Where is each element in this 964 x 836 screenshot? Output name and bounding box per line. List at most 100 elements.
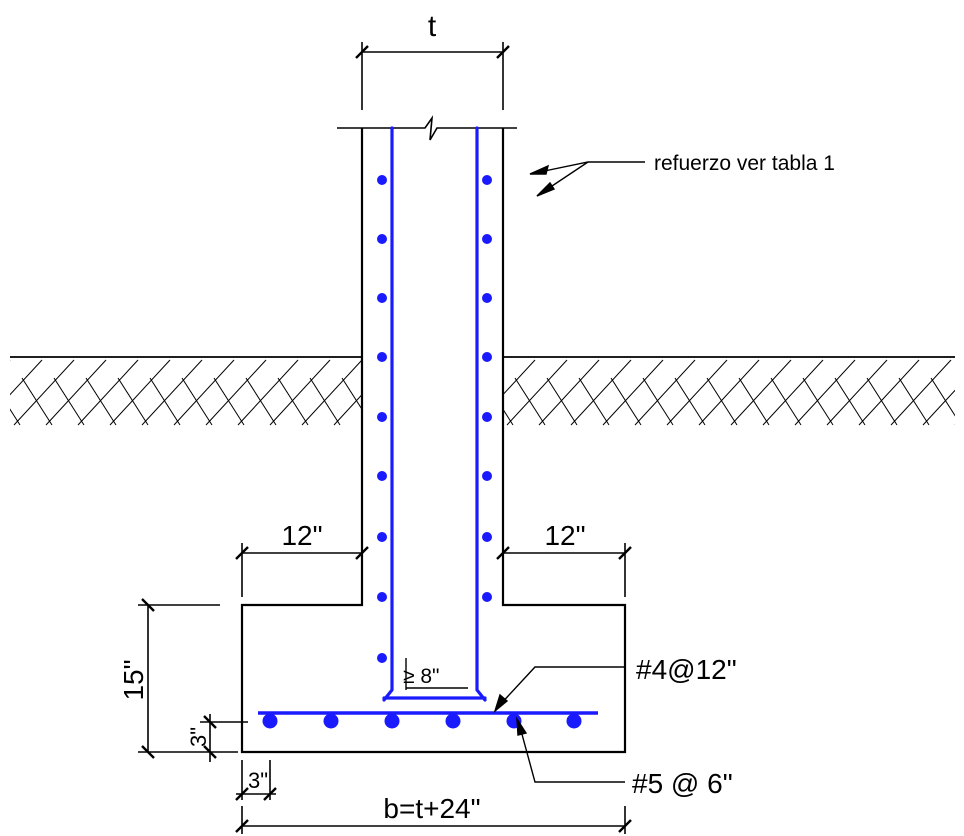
soil-hatch-stroke <box>770 377 802 426</box>
soil-hatch-stroke <box>762 359 824 426</box>
wall-bar-dot-right <box>482 293 492 303</box>
soil-hatch-stroke <box>698 359 760 426</box>
soil-hatch-stroke <box>141 359 203 426</box>
soil-hatch-stroke <box>503 408 514 426</box>
soil-hatch-stroke <box>205 359 267 426</box>
soil-hatch-stroke <box>570 359 632 426</box>
soil-hatch-stroke <box>890 359 952 426</box>
soil-hatch-stroke <box>674 377 706 426</box>
soil-hatch-stroke <box>602 359 664 426</box>
wall-bar-dot-left <box>377 532 387 542</box>
soil-hatch-stroke <box>149 377 181 426</box>
hook-length-label: ≥ 8" <box>403 665 440 688</box>
soil-hatch-stroke <box>794 359 856 426</box>
hook-length-dim <box>405 658 468 690</box>
bottom-bar-spec: #5 @ 6" <box>632 768 733 799</box>
wall-distribution-bars <box>377 175 492 663</box>
concrete-outline <box>240 128 627 754</box>
soil-hatch-stroke <box>826 359 888 426</box>
wall-bar-dot-right <box>482 412 492 422</box>
soil-hatch-stroke <box>341 377 362 411</box>
soil-hatch-stroke <box>642 377 674 426</box>
soil-hatch-stroke <box>922 389 955 426</box>
soil-hatch-left <box>10 359 458 426</box>
soil-hatch-stroke <box>277 377 309 426</box>
vertical-rebar <box>382 126 487 702</box>
soil-hatch-stroke <box>109 359 171 426</box>
wall-bar-dot-left <box>377 592 387 602</box>
wall-bar-dot-left <box>377 352 387 362</box>
soil-hatch-stroke <box>858 359 920 426</box>
soil-hatch-stroke <box>181 377 213 426</box>
soil-hatch-stroke <box>333 393 362 426</box>
soil-hatch-stroke <box>706 377 738 426</box>
soil-hatch-stroke <box>406 378 436 425</box>
wall-bar-dot-left <box>377 234 387 244</box>
dim-footing-width <box>235 806 632 834</box>
soil-hatch-stroke <box>514 377 546 426</box>
soil-hatch-stroke <box>802 377 834 426</box>
footing-width-label: b=t+24" <box>383 793 480 824</box>
soil-hatch-stroke <box>503 360 504 361</box>
soil-hatch-stroke <box>866 377 898 426</box>
wall-bar-dot-left <box>377 293 387 303</box>
break-line <box>337 115 517 141</box>
soil-hatch-stroke <box>930 377 955 417</box>
soil-hatch-stroke <box>503 359 536 396</box>
reinforcement-note: refuerzo ver tabla 1 <box>654 152 835 175</box>
soil-hatch-stroke <box>398 360 458 425</box>
wall-thickness-label: t <box>428 10 437 43</box>
bottom-bar-leader <box>516 716 625 783</box>
soil-hatch-stroke <box>898 377 930 426</box>
footing-bottom-bars <box>262 713 582 729</box>
soil-hatch-stroke <box>13 359 75 426</box>
soil-hatch-stroke <box>85 377 117 426</box>
footing-bar-dot <box>262 713 278 729</box>
wall-bar-dot-right <box>482 532 492 542</box>
wall-bar-dot-right <box>482 175 492 185</box>
soil-hatch-stroke <box>237 359 299 426</box>
wall-bar-dot-left <box>377 471 387 481</box>
soil-hatch-stroke <box>634 359 696 426</box>
wall-bar-dot-left <box>377 175 387 185</box>
dim-right-overhang <box>496 543 632 597</box>
soil-hatch-stroke <box>173 359 235 426</box>
top-bar-spec: #4@12" <box>636 654 737 685</box>
soil-hatch-stroke <box>53 377 85 426</box>
soil-hatch-stroke <box>269 359 331 426</box>
soil-hatch-stroke <box>834 377 866 426</box>
soil-hatch-stroke <box>738 377 770 426</box>
soil-hatch-right <box>503 359 955 426</box>
side-cover-label: 3" <box>248 768 268 793</box>
wall-bar-dot-right <box>482 234 492 244</box>
soil-hatch-stroke <box>77 359 139 426</box>
footing-depth-label: 15" <box>118 659 149 700</box>
wall-bar-dot-left <box>377 653 387 663</box>
footing-bar-dot <box>445 713 461 729</box>
footing-bar-dot <box>384 713 400 729</box>
right-overhang-label: 12" <box>544 520 585 551</box>
soil-hatch-stroke <box>213 377 245 426</box>
dim-wall-thickness <box>355 42 510 110</box>
soil-hatch-stroke <box>245 377 277 426</box>
wall-bar-dot-right <box>482 592 492 602</box>
soil-hatch-stroke <box>10 408 21 426</box>
footing-bar-dot <box>566 713 582 729</box>
soil-hatch-stroke <box>610 377 642 426</box>
soil-hatch-stroke <box>730 359 792 426</box>
soil-hatch-stroke <box>21 377 53 426</box>
dim-bottom-cover <box>200 714 248 762</box>
soil-hatch-stroke <box>546 377 578 426</box>
wall-bar-dot-right <box>482 471 492 481</box>
soil-hatch-stroke <box>10 359 43 396</box>
soil-hatch-stroke <box>666 359 728 426</box>
reinforcement-note-leader <box>529 161 645 197</box>
soil-hatch-stroke <box>954 424 955 425</box>
top-bar-leader <box>493 666 625 714</box>
soil-hatch-stroke <box>366 360 426 425</box>
wall-bar-dot-left <box>377 412 387 422</box>
dim-left-overhang <box>235 543 369 597</box>
soil-hatch-stroke <box>117 377 149 426</box>
dim-footing-depth <box>138 598 238 759</box>
